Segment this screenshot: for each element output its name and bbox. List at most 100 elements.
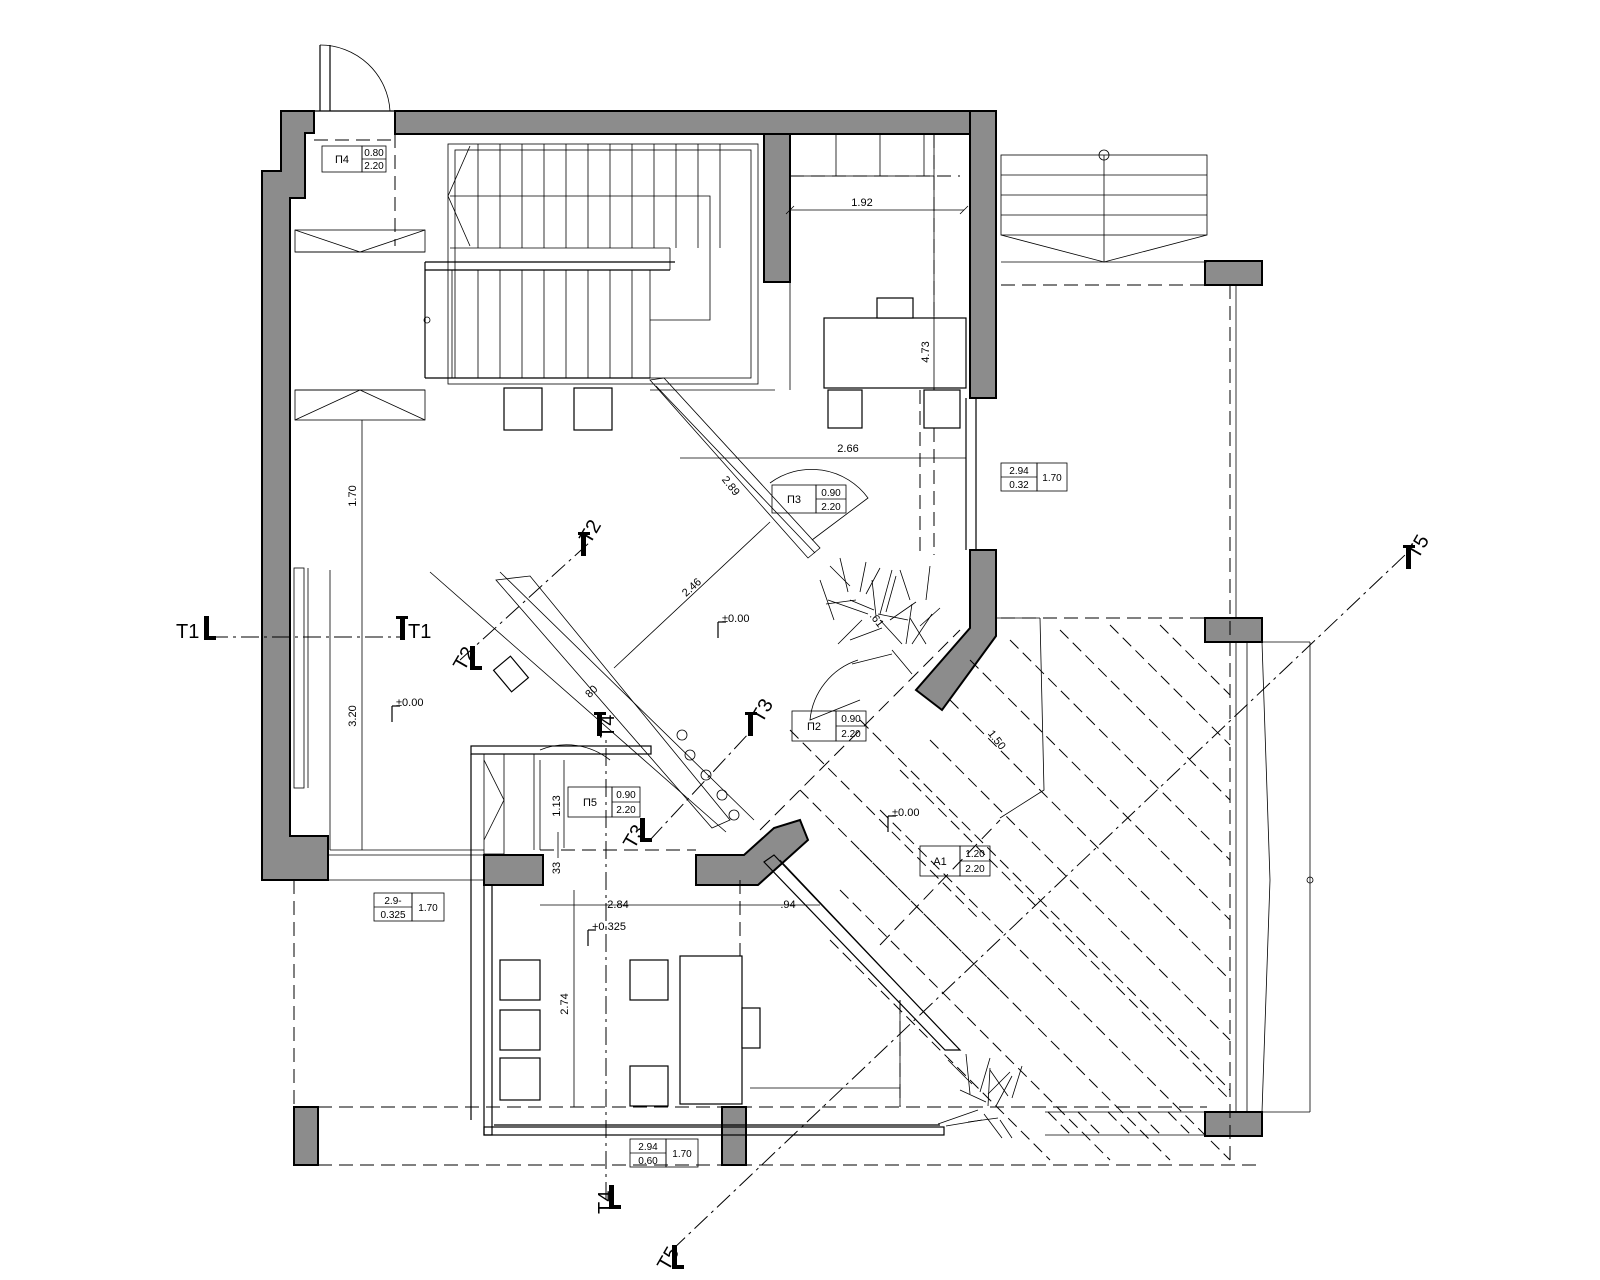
plant-cluster-east: [819, 557, 941, 675]
window-3-top: 2.94: [638, 1142, 658, 1153]
door-p5-h: 2.20: [616, 805, 636, 816]
level-texts: ±0.00 ±0.00 ±0.00 +0.325: [396, 613, 919, 933]
dim-1-70: 1.70: [347, 485, 359, 506]
level-office: +0.325: [592, 921, 626, 933]
dim-1-13: 1.13: [551, 795, 563, 816]
chair-s-2: [629, 1065, 669, 1107]
dimension-texts: 1.92 4.73 2.66 2.89 1.70 2.46 3.20 80 1.…: [347, 197, 1008, 1015]
dim-33: 33: [551, 862, 563, 874]
door-tag-texts: П4 0.80 2.20 П3 0.90 2.20 П2 0.90 2.20 П…: [335, 148, 985, 875]
door-p3-h: 2.20: [821, 502, 841, 513]
diagonal-partition: [429, 377, 821, 833]
dim-4-73: 4.73: [920, 341, 932, 362]
office-north: [650, 133, 977, 555]
chair-north-right: [923, 389, 961, 429]
walls: [261, 110, 1263, 1166]
chair-hall-2: [573, 387, 613, 431]
pier-sw: [293, 1106, 319, 1166]
door-a1-h: 2.20: [965, 864, 985, 875]
pier-s: [721, 1106, 747, 1166]
wall-east-corner: [914, 549, 997, 712]
window-3-bottom: 0.60: [638, 1156, 658, 1167]
wall-west: [261, 110, 329, 881]
pier-ne: [1204, 260, 1263, 286]
door-p5-tag: П5: [583, 797, 597, 809]
window-2-bottom: 0.325: [380, 910, 405, 921]
level-terrace: ±0.00: [892, 807, 919, 819]
door-p3-w: 0.90: [821, 488, 841, 499]
window-2-top: 2.9-: [384, 896, 401, 907]
wall-center-corner: [695, 818, 810, 886]
dim-1-50: 1.50: [985, 728, 1008, 752]
stair-treads-lower: [451, 270, 651, 378]
level-ticks: [391, 621, 896, 946]
wall-north-east: [969, 110, 997, 399]
door-p3-tag: П3: [787, 494, 801, 506]
dim-2-66: 2.66: [837, 443, 858, 455]
section-t1-left: T1: [176, 621, 199, 643]
chair-s-1: [629, 959, 669, 1001]
window-1-bottom: 0.32: [1009, 480, 1029, 491]
door-a1-w: 1.20: [965, 849, 985, 860]
window-1-top: 2.94: [1009, 466, 1029, 477]
west-window: [293, 567, 484, 881]
section-t2-top: T2: [575, 516, 606, 547]
dim-2-89: 2.89: [719, 474, 742, 498]
chair-w-3: [499, 1057, 541, 1101]
table-south: [679, 955, 743, 1105]
window-1-height: 1.70: [1042, 473, 1062, 484]
dim-2-84: 2.84: [607, 899, 628, 911]
stair-arrow: [447, 145, 471, 247]
window-tag-texts: 2.94 0.32 1.70 2.9- 0.325 1.70 2.94 0.60…: [380, 466, 1062, 1167]
chair-w-2: [499, 1009, 541, 1051]
tag-boxes: [321, 145, 1068, 1168]
door-p2-h: 2.20: [841, 729, 861, 740]
plant-cluster-south: [937, 1053, 1023, 1139]
dim-80: 80: [583, 683, 600, 700]
desk-north: [823, 317, 967, 389]
section-t4-bottom: T4: [595, 1191, 617, 1214]
level-room: ±0.00: [722, 613, 749, 625]
door-p4-w: 0.80: [364, 148, 384, 159]
chair-north-left: [827, 389, 863, 429]
dimension-lines: [361, 182, 969, 1107]
door-p5-w: 0.90: [616, 790, 636, 801]
office-walls: [470, 745, 962, 1136]
level-hall: ±0.00: [396, 697, 423, 709]
wall-office-north: [483, 854, 544, 886]
dim-1-92: 1.92: [851, 197, 872, 209]
office-south: [499, 955, 901, 1107]
door-a1-tag: A1: [933, 856, 946, 868]
dim-94: .94: [780, 899, 795, 911]
wall-stair-divider: [763, 133, 791, 283]
door-p2-tag: П2: [807, 721, 821, 733]
chair-w-1: [499, 959, 541, 1001]
landing: [294, 229, 426, 421]
window-3-height: 1.70: [672, 1149, 692, 1160]
dim-2-74: 2.74: [559, 993, 571, 1014]
wall-north: [394, 110, 997, 135]
door-p4-h: 2.20: [364, 161, 384, 172]
section-t5-bottom: T5: [653, 1243, 684, 1274]
chair-s-3: [741, 1007, 761, 1049]
terrace: [996, 149, 1314, 1136]
section-markers: [204, 532, 1415, 1269]
pier-se: [1204, 1111, 1263, 1137]
section-t1-right: T1: [408, 621, 431, 643]
dim-61: .61: [867, 610, 886, 629]
door-p4-tag: П4: [335, 154, 349, 166]
stair: [423, 143, 759, 385]
terrace-hatching: [759, 624, 1231, 1161]
window-2-height: 1.70: [418, 903, 438, 914]
door-p2-w: 0.90: [841, 714, 861, 725]
stair-treads-upper: [477, 144, 721, 248]
door-swings: [483, 469, 869, 855]
chair-north-top: [876, 297, 914, 319]
small-desk: [492, 655, 530, 693]
chair-hall-1: [503, 387, 543, 431]
dim-2-46: 2.46: [680, 576, 704, 599]
dim-3-20: 3.20: [347, 705, 359, 726]
door-p4-opening: [314, 134, 396, 246]
dashed-outlines: [293, 284, 1262, 1166]
